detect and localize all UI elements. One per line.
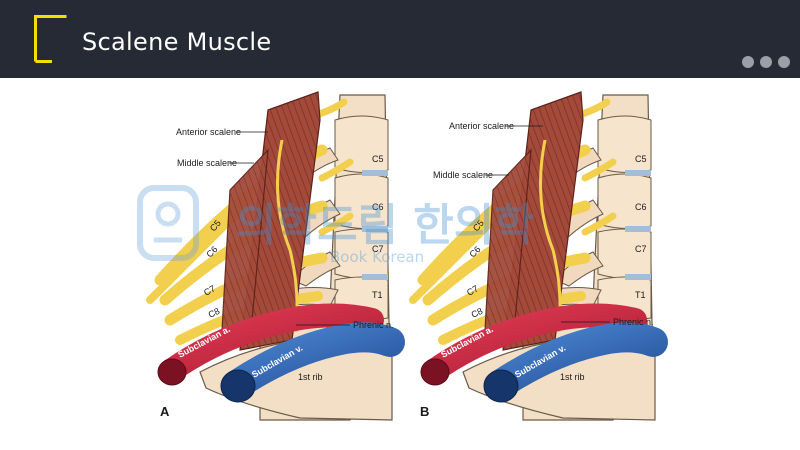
watermark: 의학드림 한의학 Book Korean xyxy=(137,185,535,266)
panel-a-label: A xyxy=(160,404,170,419)
watermark-logo-icon xyxy=(137,185,199,261)
panel-a-labels: Anterior scalene Middle scalene Phrenic … xyxy=(176,127,394,382)
label-first-rib: 1st rib xyxy=(560,372,585,382)
scalene-anatomy-figure: Anterior scalene Middle scalene Phrenic … xyxy=(0,78,800,450)
root-c7: C7 xyxy=(202,283,217,297)
vertebra-c6: C6 xyxy=(635,202,647,212)
vertebra-c7: C7 xyxy=(635,244,647,254)
panel-b-labels: Anterior scalene Middle scalene Phrenic … xyxy=(433,121,654,382)
vertebra-t1: T1 xyxy=(635,290,646,300)
vertebra-c5: C5 xyxy=(635,154,647,164)
root-c8: C8 xyxy=(470,306,485,320)
label-anterior-scalene: Anterior scalene xyxy=(449,121,514,131)
label-middle-scalene: Middle scalene xyxy=(433,170,493,180)
panel-b: Anterior scalene Middle scalene Phrenic … xyxy=(413,92,655,420)
watermark-english: Book Korean xyxy=(330,248,424,266)
slide-title: Scalene Muscle xyxy=(82,28,272,56)
root-c8: C8 xyxy=(207,306,222,320)
slide-header: Scalene Muscle xyxy=(0,0,800,78)
vertebra-c6: C6 xyxy=(372,202,384,212)
label-phrenic-nerve: Phrenic n. xyxy=(353,320,394,330)
more-options-icon[interactable] xyxy=(742,56,792,68)
watermark-korean: 의학드림 한의학 xyxy=(236,200,535,251)
title-bracket-icon xyxy=(34,15,67,63)
label-anterior-scalene: Anterior scalene xyxy=(176,127,241,137)
vertebra-t1: T1 xyxy=(372,290,383,300)
vertebra-c5: C5 xyxy=(372,154,384,164)
panel-b-label: B xyxy=(420,404,429,419)
root-c7: C7 xyxy=(465,283,480,297)
panel-b-illustration xyxy=(413,92,655,420)
vertebra-c7: C7 xyxy=(372,244,384,254)
label-first-rib: 1st rib xyxy=(298,372,323,382)
label-phrenic-nerve: Phrenic n. xyxy=(613,317,654,327)
label-middle-scalene: Middle scalene xyxy=(177,158,237,168)
